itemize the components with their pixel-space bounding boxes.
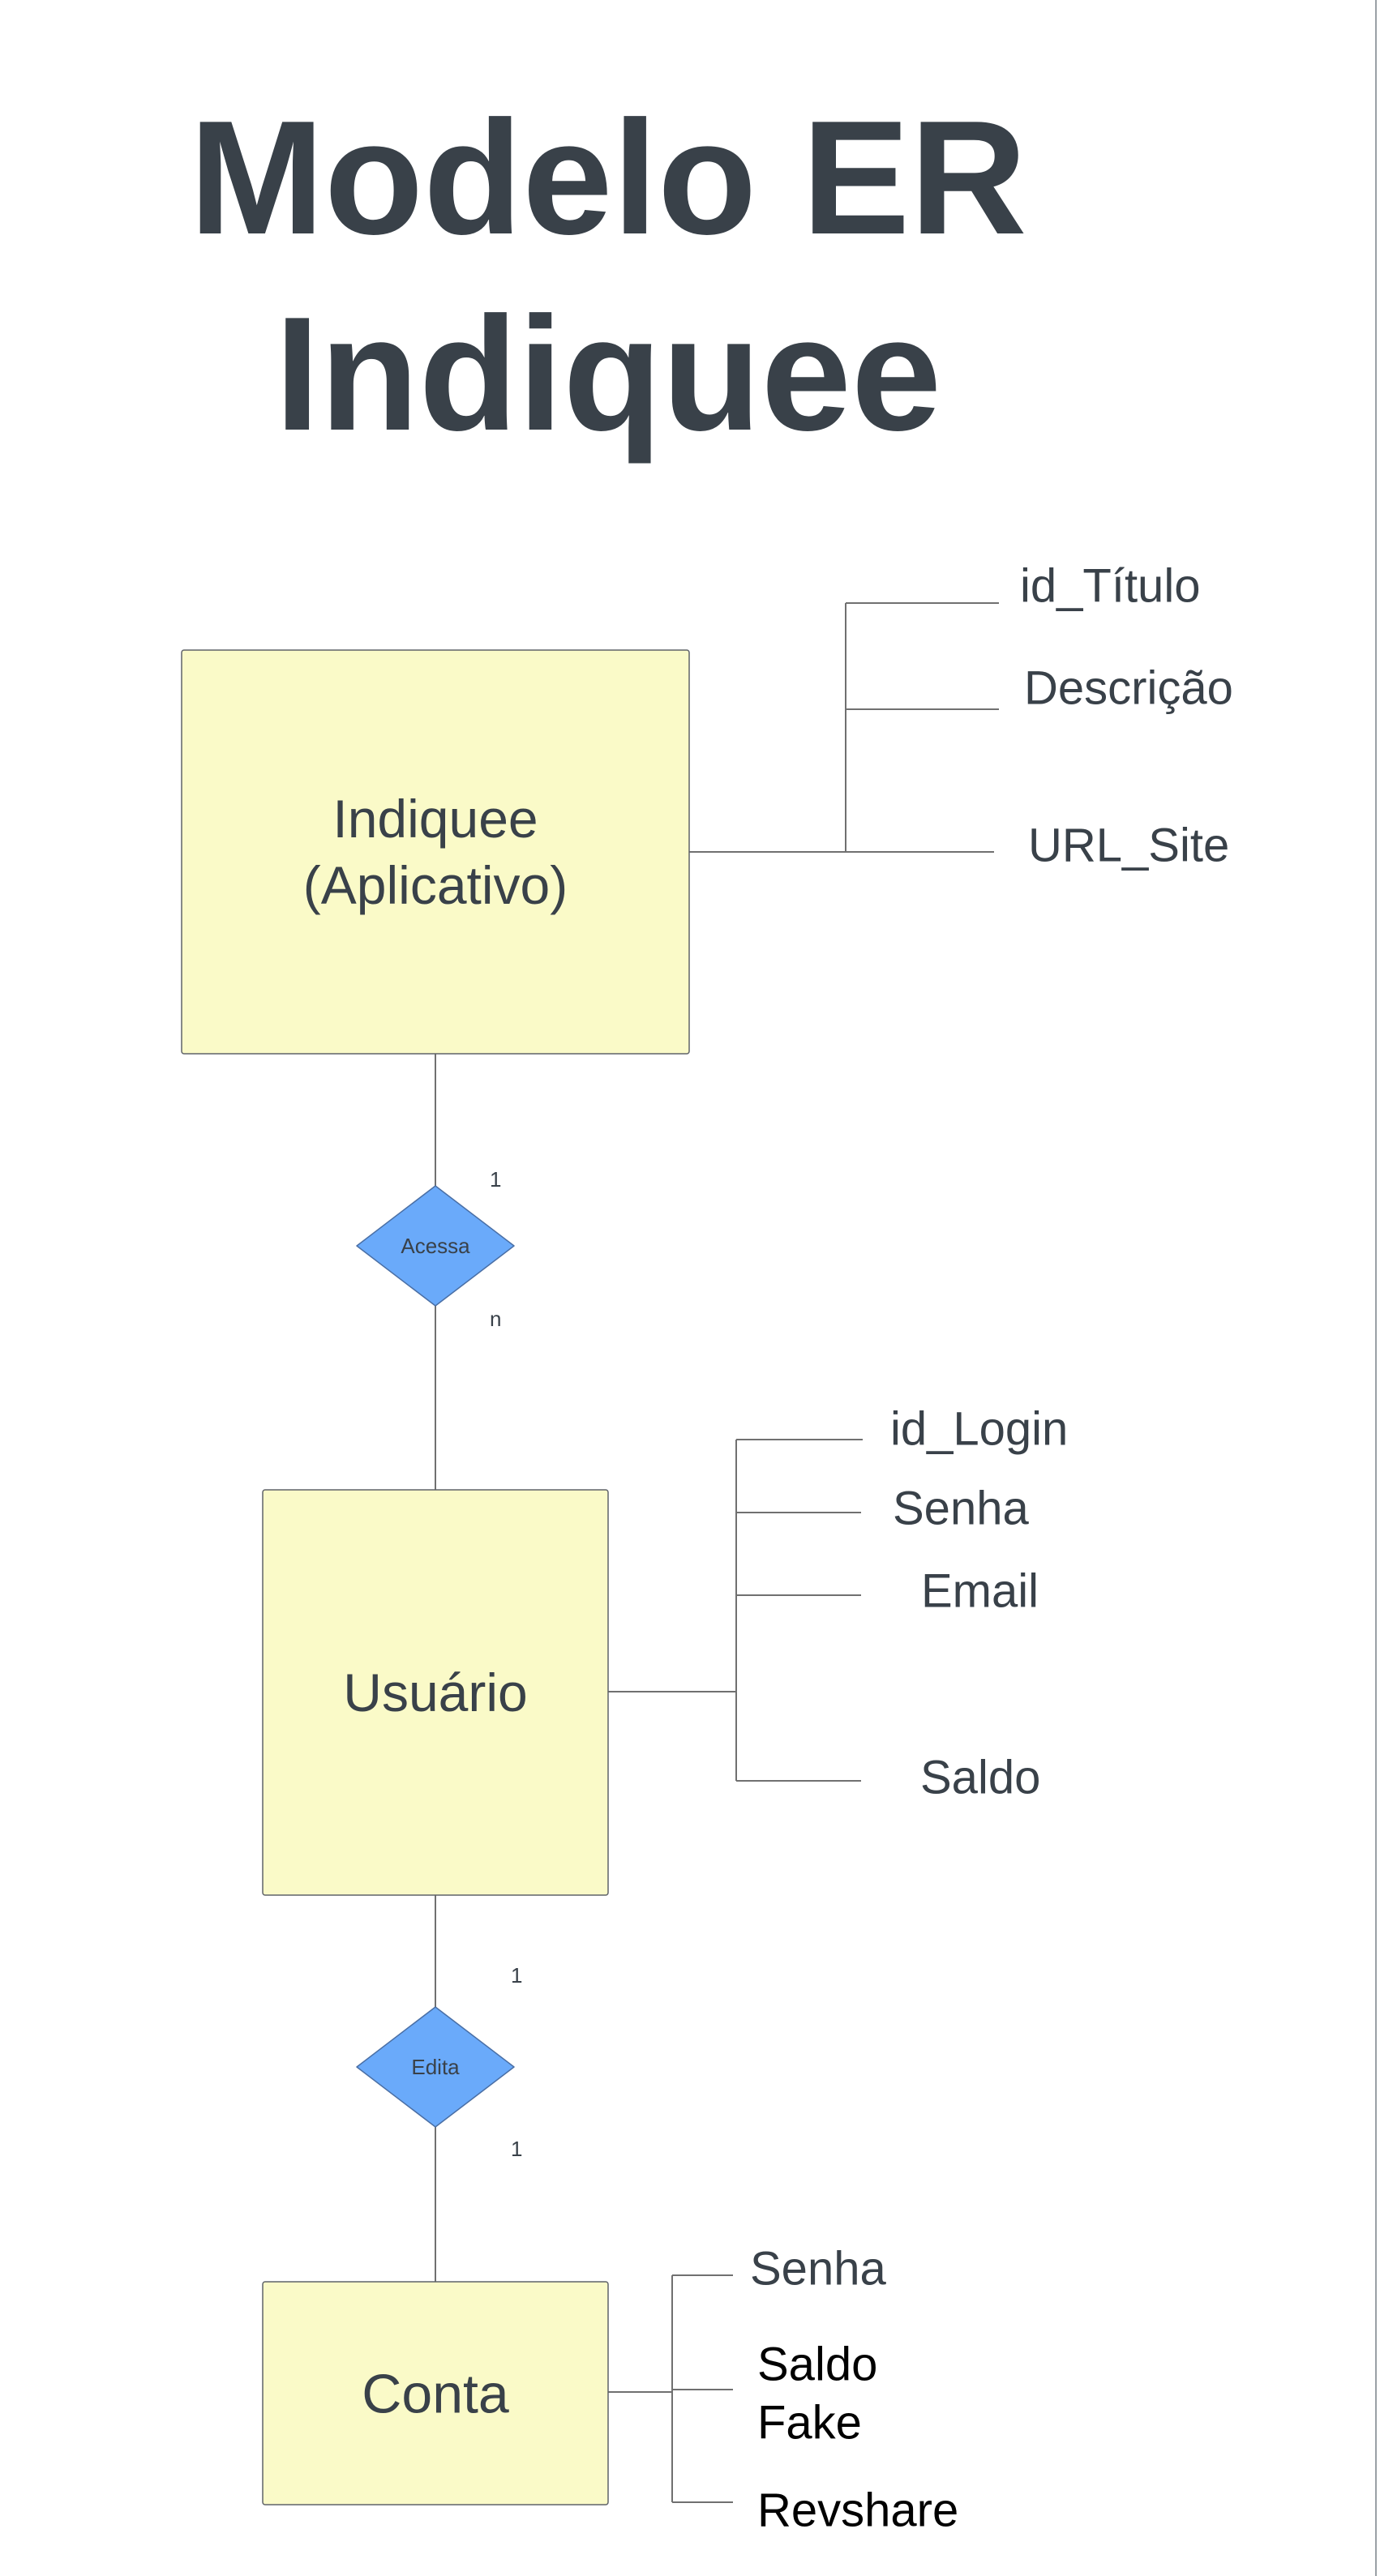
shape-layer: Indiquee(Aplicativo) id_TítuloDescriçãoUR… <box>181 559 1233 2536</box>
entity-box-app <box>181 649 690 1055</box>
entity-box-conta <box>262 2281 609 2505</box>
attribute-label-usuario-2: Email <box>921 1564 1039 1617</box>
attribute-label-app-0: id_Título <box>1020 559 1200 612</box>
attribute-label-conta-0: Senha <box>750 2242 886 2295</box>
relationship-label-edita: Edita <box>411 2055 460 2079</box>
attribute-label-conta-2: Revshare <box>757 2484 958 2536</box>
entity-box-usuario <box>262 1489 609 1896</box>
attribute-label-usuario-1: Senha <box>893 1482 1029 1534</box>
entity-label-usuario: Usuário <box>343 1662 527 1722</box>
relationship-diamond-acessa <box>356 1185 515 1307</box>
cardinality-edita-from: 1 <box>511 1963 522 1988</box>
attribute-label-usuario-3: Saldo <box>920 1751 1040 1804</box>
diagram-title-line-2: Indiquee <box>274 284 942 464</box>
connector-layer <box>435 602 999 2503</box>
entity-label-app: Indiquee(Aplicativo) <box>303 789 568 915</box>
attribute-label-app-2: URL_Site <box>1028 819 1229 871</box>
attribute-label-app-1: Descrição <box>1024 661 1233 714</box>
attribute-label-usuario-0: id_Login <box>890 1402 1068 1455</box>
page-border <box>1375 0 1377 2576</box>
cardinality-acessa-from: 1 <box>490 1167 501 1192</box>
cardinality-acessa-to: n <box>490 1307 501 1331</box>
entity-label-conta: Conta <box>362 2363 509 2424</box>
cardinality-edita-to: 1 <box>511 2137 522 2161</box>
diagram-title-line-1: Modelo ER <box>189 88 1027 268</box>
relationship-label-acessa: Acessa <box>401 1234 470 1258</box>
relationship-diamond-edita <box>356 2006 515 2128</box>
